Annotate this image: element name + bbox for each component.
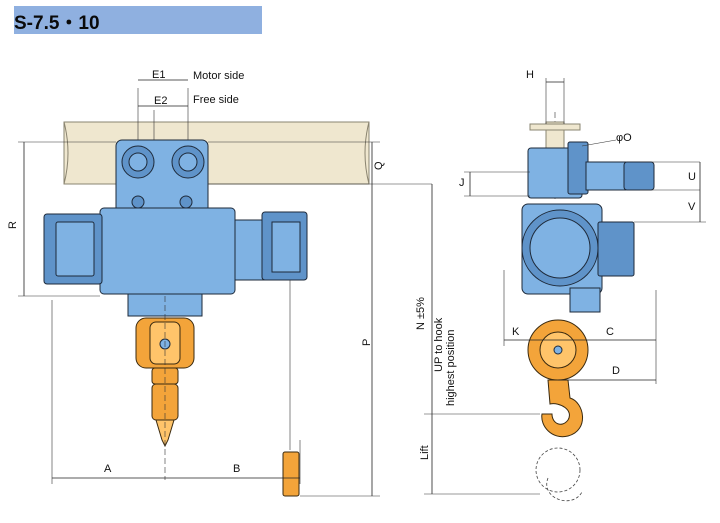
label-lift: Lift: [419, 445, 431, 460]
front-view: H φO J U V K C D N ±5% UP to hook high: [415, 69, 706, 502]
front-control-box: [597, 221, 635, 277]
label-b: B: [233, 463, 240, 475]
label-free-side: Free side: [193, 94, 239, 106]
label-d: D: [612, 365, 620, 377]
label-v: V: [688, 201, 696, 213]
label-up-to-hook: UP to hook: [433, 317, 445, 372]
label-p: P: [361, 339, 373, 346]
label-motor-side: Motor side: [193, 70, 244, 82]
title-bar: [14, 6, 262, 34]
gearbox: [234, 219, 266, 281]
label-phi-o: φO: [616, 132, 632, 144]
lower-hook-ghost: [535, 447, 583, 502]
page-title: S-7.5・10: [14, 13, 100, 34]
i-beam: [63, 121, 370, 185]
label-u: U: [688, 171, 696, 183]
label-k: K: [512, 326, 520, 338]
label-h: H: [526, 69, 534, 81]
label-a: A: [104, 463, 112, 475]
label-n-tolerance: N ±5%: [415, 297, 427, 330]
label-j: J: [459, 177, 465, 189]
hoist-body: [99, 207, 236, 295]
side-view: E1 Motor side E2 Free side R Q P A B: [7, 69, 432, 497]
label-e2: E2: [154, 95, 167, 107]
label-e1: E1: [152, 69, 165, 81]
label-r: R: [7, 221, 19, 229]
front-hook: [541, 379, 583, 438]
label-q: Q: [373, 161, 385, 170]
front-traverse-motor: [585, 161, 627, 191]
pendant-switch: [282, 451, 300, 497]
label-c: C: [606, 326, 614, 338]
label-highest-position: highest position: [445, 330, 457, 406]
